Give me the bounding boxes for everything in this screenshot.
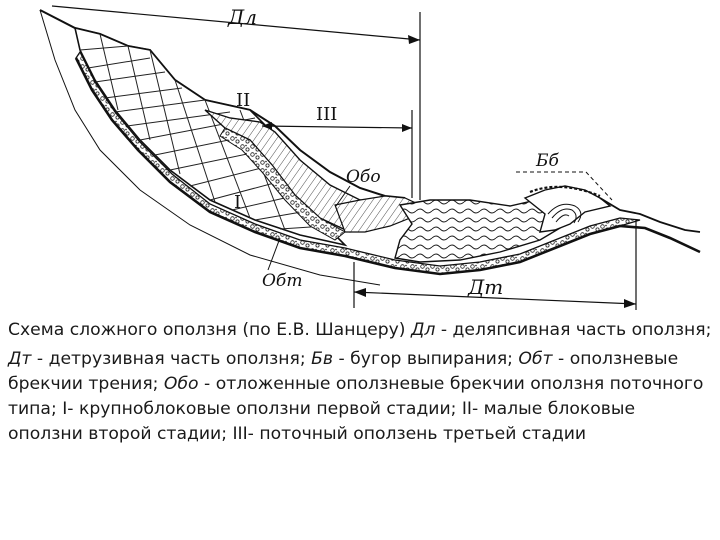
label-bb: Бб	[535, 151, 559, 171]
flow-zone-stage-3	[394, 192, 576, 263]
label-stage-3: III	[316, 104, 337, 125]
callout-obo: Обо	[335, 167, 381, 207]
uplift-bulge	[523, 185, 612, 233]
label-dt: Дт	[467, 275, 503, 299]
bedrock-line	[39, 9, 381, 286]
dimension-dl: Дл	[51, 5, 421, 200]
label-obo: Обо	[346, 167, 381, 187]
dimension-dt: Дт	[353, 220, 637, 310]
label-stage-2: II	[236, 90, 250, 111]
caption-term: Дл	[410, 320, 436, 340]
figure-caption: Схема сложного оползня (по Е.В. Шанцеру)…	[8, 318, 714, 447]
callout-bb: Бб	[516, 151, 613, 201]
landslide-diagram: Дл III II I Обо Бб Обт Дт	[39, 5, 701, 310]
caption-text: - деляпсивная часть оползня;	[435, 320, 712, 340]
dimension-stage-3: III	[261, 104, 413, 198]
caption-line-2: Дт - детрузивная часть оползня; Бв - буг…	[8, 347, 714, 447]
caption-text: - детрузивная часть оползня;	[31, 349, 312, 369]
sliding-surface	[74, 57, 701, 276]
caption-term: Обо	[163, 374, 199, 394]
label-obt: Обт	[262, 271, 302, 291]
label-dl: Дл	[227, 5, 257, 29]
caption-term: Дт	[8, 349, 32, 369]
caption-text: - оползневые брекчии трения;	[8, 349, 679, 394]
caption-term: Обт	[518, 349, 553, 369]
callout-obt: Обт	[262, 237, 302, 291]
caption-text: - отложенные оползневые брекчии оползня …	[8, 374, 704, 444]
caption-text: Схема сложного оползня (по Е.В. Шанцеру)	[8, 320, 411, 340]
ground-surface-right	[599, 197, 701, 233]
label-stage-1: I	[234, 192, 241, 213]
caption-term: Бв	[311, 349, 334, 369]
caption-text: - бугор выпирания;	[333, 349, 519, 369]
caption-line-1: Схема сложного оползня (по Е.В. Шанцеру)…	[8, 318, 714, 343]
